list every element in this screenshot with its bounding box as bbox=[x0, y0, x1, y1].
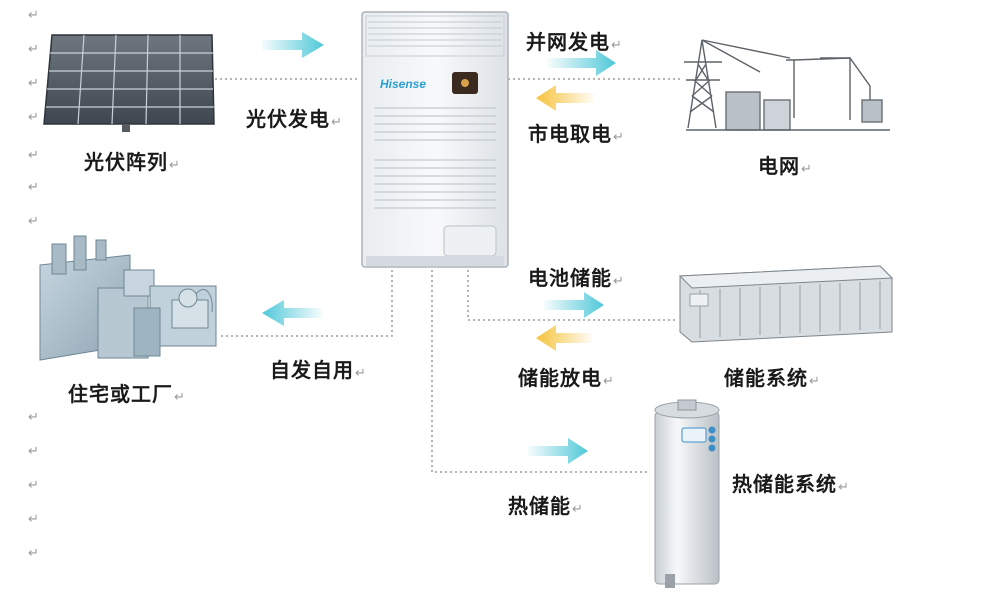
label-storage-system: 储能系统↵ bbox=[724, 362, 821, 391]
paragraph-mark: ↵ bbox=[801, 162, 813, 177]
paragraph-mark: ↵ bbox=[28, 76, 39, 91]
line-unit-to-home bbox=[218, 270, 393, 337]
paragraph-mark: ↵ bbox=[572, 502, 584, 517]
brand-logo: Hisense bbox=[380, 77, 426, 91]
paragraph-mark: ↵ bbox=[611, 38, 623, 53]
paragraph-mark: ↵ bbox=[331, 115, 343, 130]
arrow-heat-storage bbox=[528, 438, 588, 464]
label-text: 热储能系统 bbox=[732, 472, 837, 496]
label-grid-connect: 并网发电↵ bbox=[526, 26, 623, 55]
arrow-self-use bbox=[262, 300, 322, 326]
heat-storage-tank-icon bbox=[654, 399, 720, 588]
label-heat-storage: 热储能↵ bbox=[508, 490, 584, 519]
arrow-battery-storage bbox=[544, 292, 604, 318]
label-home-factory: 住宅或工厂↵ bbox=[68, 378, 186, 407]
label-battery-storage: 电池储能↵ bbox=[528, 262, 625, 291]
paragraph-mark: ↵ bbox=[355, 366, 367, 381]
paragraph-mark: ↵ bbox=[838, 480, 850, 495]
paragraph-mark: ↵ bbox=[28, 110, 39, 125]
power-grid-icon bbox=[684, 39, 890, 131]
line-unit-to-battery bbox=[467, 270, 678, 321]
label-text: 电网 bbox=[758, 154, 800, 178]
label-text: 电池储能 bbox=[528, 266, 612, 290]
paragraph-mark: ↵ bbox=[28, 444, 39, 459]
label-text: 光伏发电 bbox=[246, 107, 330, 131]
solar-panel-icon bbox=[43, 34, 215, 132]
paragraph-mark: ↵ bbox=[28, 410, 39, 425]
paragraph-mark: ↵ bbox=[613, 274, 625, 289]
arrow-storage-discharge bbox=[536, 325, 592, 351]
label-text: 自发自用 bbox=[270, 358, 354, 382]
connection-lines bbox=[215, 78, 680, 473]
paragraph-mark: ↵ bbox=[28, 180, 39, 195]
label-pv-array: 光伏阵列↵ bbox=[84, 146, 181, 175]
paragraph-mark: ↵ bbox=[809, 374, 821, 389]
paragraph-mark: ↵ bbox=[28, 214, 39, 229]
label-text: 光伏阵列 bbox=[84, 150, 168, 174]
line-unit-to-heat bbox=[431, 270, 650, 473]
label-text: 储能放电 bbox=[518, 366, 602, 390]
arrow-grid-take bbox=[536, 85, 594, 111]
paragraph-mark: ↵ bbox=[28, 8, 39, 23]
factory-icon bbox=[39, 235, 217, 361]
paragraph-mark: ↵ bbox=[28, 512, 39, 527]
label-text: 储能系统 bbox=[724, 366, 808, 390]
label-grid: 电网↵ bbox=[758, 150, 813, 179]
label-text: 市电取电 bbox=[528, 122, 612, 146]
paragraph-mark: ↵ bbox=[169, 158, 181, 173]
paragraph-mark: ↵ bbox=[28, 148, 39, 163]
label-self-use: 自发自用↵ bbox=[270, 354, 367, 383]
paragraph-mark: ↵ bbox=[174, 390, 186, 405]
flow-arrows bbox=[262, 32, 616, 464]
paragraph-mark: ↵ bbox=[603, 374, 615, 389]
paragraph-mark: ↵ bbox=[28, 546, 39, 561]
arrow-pv-generation bbox=[262, 32, 324, 58]
paragraph-mark: ↵ bbox=[613, 130, 625, 145]
paragraph-mark: ↵ bbox=[28, 478, 39, 493]
label-grid-take: 市电取电↵ bbox=[528, 118, 625, 147]
hisense-inverter-unit bbox=[361, 11, 509, 268]
label-text: 热储能 bbox=[508, 494, 571, 518]
label-text: 住宅或工厂 bbox=[68, 382, 173, 406]
label-pv-generation: 光伏发电↵ bbox=[246, 103, 343, 132]
arrow-grid-connect bbox=[548, 50, 616, 76]
label-text: 并网发电 bbox=[526, 30, 610, 54]
label-storage-discharge: 储能放电↵ bbox=[518, 362, 615, 391]
paragraph-mark: ↵ bbox=[28, 42, 39, 57]
battery-storage-icon bbox=[678, 265, 894, 343]
label-heat-storage-system: 热储能系统↵ bbox=[732, 468, 850, 497]
